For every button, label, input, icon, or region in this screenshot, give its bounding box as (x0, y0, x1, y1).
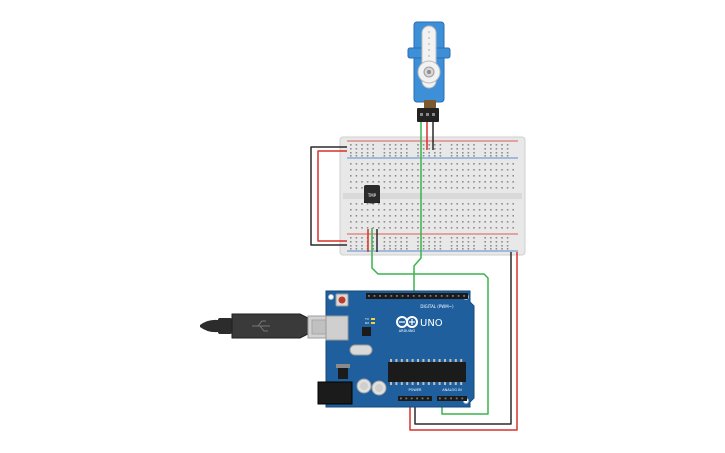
arduino-model-label: UNO (420, 318, 443, 329)
sensor-label: TMP (367, 193, 377, 198)
arduino-uno-board[interactable]: DIGITAL (PWM~) TX RX UNO ARDUINO (317, 290, 475, 408)
temperature-sensor[interactable]: TMP (364, 185, 380, 204)
wire-sensor-green[interactable] (371, 228, 489, 415)
power-header[interactable] (398, 396, 432, 401)
capacitors (356, 378, 387, 396)
breadboard[interactable] (339, 136, 526, 256)
breadboard-holes (350, 144, 514, 250)
servo-motor[interactable] (407, 21, 451, 122)
rx-label: RX (365, 321, 369, 325)
wire-red-left-loop[interactable] (317, 150, 347, 242)
power-jack[interactable] (317, 381, 353, 405)
arduino-logo-icon (396, 316, 418, 328)
digital-header[interactable] (366, 293, 468, 299)
wire-servo-signal-green[interactable] (413, 122, 422, 294)
wire-power-red[interactable] (409, 252, 518, 431)
digital-pins (368, 295, 465, 297)
analog-in-label: ANALOG IN (442, 388, 462, 392)
usb-cable[interactable] (200, 313, 339, 339)
wire-black-left-loop[interactable] (310, 146, 347, 246)
tx-label: TX (364, 317, 369, 321)
digital-header-label: DIGITAL (PWM~) (420, 304, 454, 309)
arduino-brand-label: ARDUINO (399, 329, 416, 333)
atmega-chip (388, 362, 466, 382)
wire-power-black[interactable] (414, 252, 512, 425)
wires (310, 122, 518, 431)
power-label: POWER (409, 388, 423, 392)
